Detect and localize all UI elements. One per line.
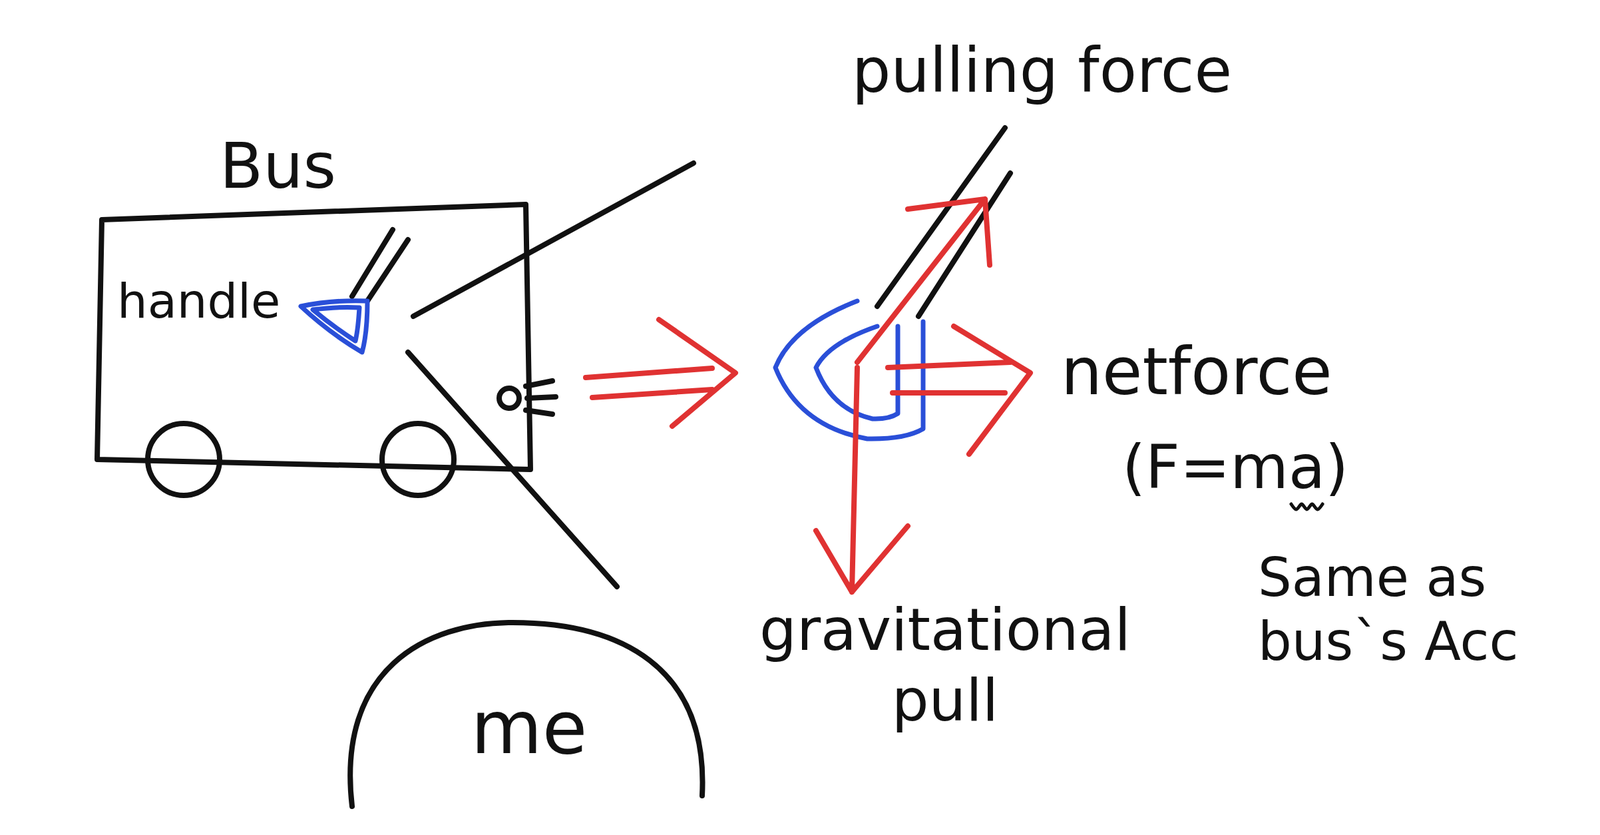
me-shape-outline — [350, 622, 703, 806]
bus-box: Bushandle — [97, 204, 531, 470]
eye-symbol — [499, 388, 520, 408]
zoom-line — [413, 163, 694, 317]
net-force-arrow — [887, 326, 1031, 454]
me-shape: me — [346, 618, 713, 809]
zoom-arrow — [585, 319, 736, 426]
note: Same as bus`s Acc — [1257, 545, 1571, 674]
force-label: netforce — [1060, 332, 1333, 412]
bus-heading: Bus — [219, 129, 337, 203]
handle-loop — [300, 300, 368, 353]
formula: (F=ma) — [1122, 431, 1349, 504]
force-label: pulling force — [851, 34, 1232, 108]
vector-mark — [1291, 503, 1323, 510]
gravity-arrow — [815, 367, 908, 592]
handle-label: handle — [117, 273, 281, 329]
bus-box-outline — [97, 204, 531, 470]
bus-wheel — [382, 423, 454, 496]
handle-strap-zoomed — [877, 127, 1011, 317]
handle-strap — [352, 229, 408, 301]
handle-loop-zoomed — [775, 300, 924, 439]
me-label: me — [471, 685, 588, 771]
bus-box-outline — [97, 204, 531, 470]
handle-loop — [312, 306, 360, 341]
force-label: gravitational pull — [715, 594, 1175, 735]
